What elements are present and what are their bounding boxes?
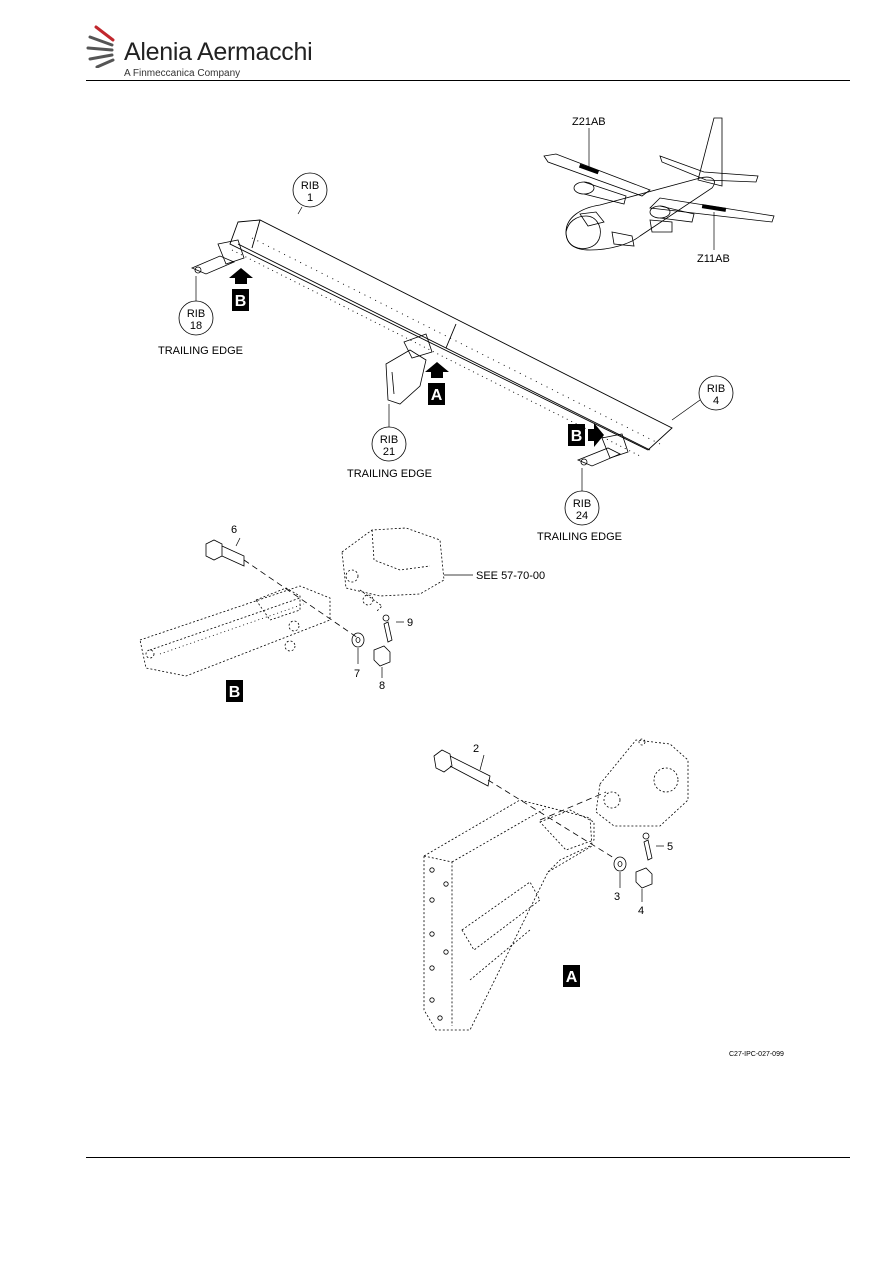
company-logo-icon [86, 25, 115, 68]
rib-18-number: 18 [190, 320, 202, 332]
page-header: Alenia Aermacchi A Finmeccanica Company [0, 0, 893, 82]
trailing-edge-label-left: TRAILING EDGE [158, 345, 243, 357]
rib-1-label: RIB [301, 180, 319, 192]
rib-callout-21: RIB 21 [371, 404, 407, 462]
detail-a-marker: A [566, 969, 578, 986]
rib-21-fitting [385, 333, 433, 405]
trailing-edge-panel [229, 219, 673, 457]
rib-callout-4: RIB 4 [671, 375, 734, 421]
rib-24-number: 24 [576, 510, 588, 522]
item-5-label: 5 [667, 841, 673, 853]
rib-4-number: 4 [713, 395, 719, 407]
header-divider [86, 80, 850, 81]
detail-a-marker-box [563, 965, 580, 987]
view-marker-b-right: B [571, 428, 583, 445]
item-8-label: 8 [379, 680, 385, 692]
detail-b-marker-box [226, 680, 243, 702]
item-2-label: 2 [473, 743, 479, 755]
rib-24-label: RIB [573, 498, 591, 510]
view-marker-b-left: B [235, 293, 247, 310]
figure-code: C27-IPC-027-099 [729, 1051, 784, 1058]
detail-b-marker: B [229, 684, 241, 701]
trailing-edge-label-right: TRAILING EDGE [537, 531, 622, 543]
rib-callout-1: RIB 1 [292, 172, 328, 215]
detail-a-drawing [423, 738, 689, 1031]
item-6-label: 6 [231, 524, 237, 536]
item-3-label: 3 [614, 891, 620, 903]
aircraft-locator [543, 117, 775, 251]
view-arrow-a: A [425, 362, 449, 405]
rib-24-fitting [576, 433, 629, 467]
view-marker-a: A [431, 387, 443, 404]
rib-18-fitting [190, 239, 245, 275]
footer-divider [86, 1157, 850, 1158]
rib-4-label: RIB [707, 383, 725, 395]
rib-callout-24: RIB 24 [564, 468, 600, 526]
view-arrow-b-right: B [568, 423, 604, 447]
company-tagline: A Finmeccanica Company [124, 68, 241, 79]
item-4-label: 4 [638, 905, 644, 917]
trailing-edge-label-center: TRAILING EDGE [347, 468, 432, 480]
rib-21-label: RIB [380, 434, 398, 446]
view-arrow-b-left: B [229, 268, 253, 311]
detail-b-drawing [139, 527, 445, 677]
zone-label-lower: Z11AB [697, 253, 730, 265]
item-7-label: 7 [354, 668, 360, 680]
rib-callout-18: RIB 18 [178, 276, 214, 336]
see-reference-label: SEE 57-70-00 [476, 570, 545, 582]
rib-18-label: RIB [187, 308, 205, 320]
zone-label-upper: Z21AB [572, 116, 606, 128]
company-name: Alenia Aermacchi [124, 38, 313, 66]
zone-z11ab-marker [701, 204, 727, 212]
detail-b-hardware [351, 614, 393, 667]
item-9-label: 9 [407, 617, 413, 629]
rib-21-number: 21 [383, 446, 395, 458]
zone-z21ab-marker [578, 163, 600, 175]
detail-a-hardware [613, 832, 653, 889]
rib-1-number: 1 [307, 192, 313, 204]
